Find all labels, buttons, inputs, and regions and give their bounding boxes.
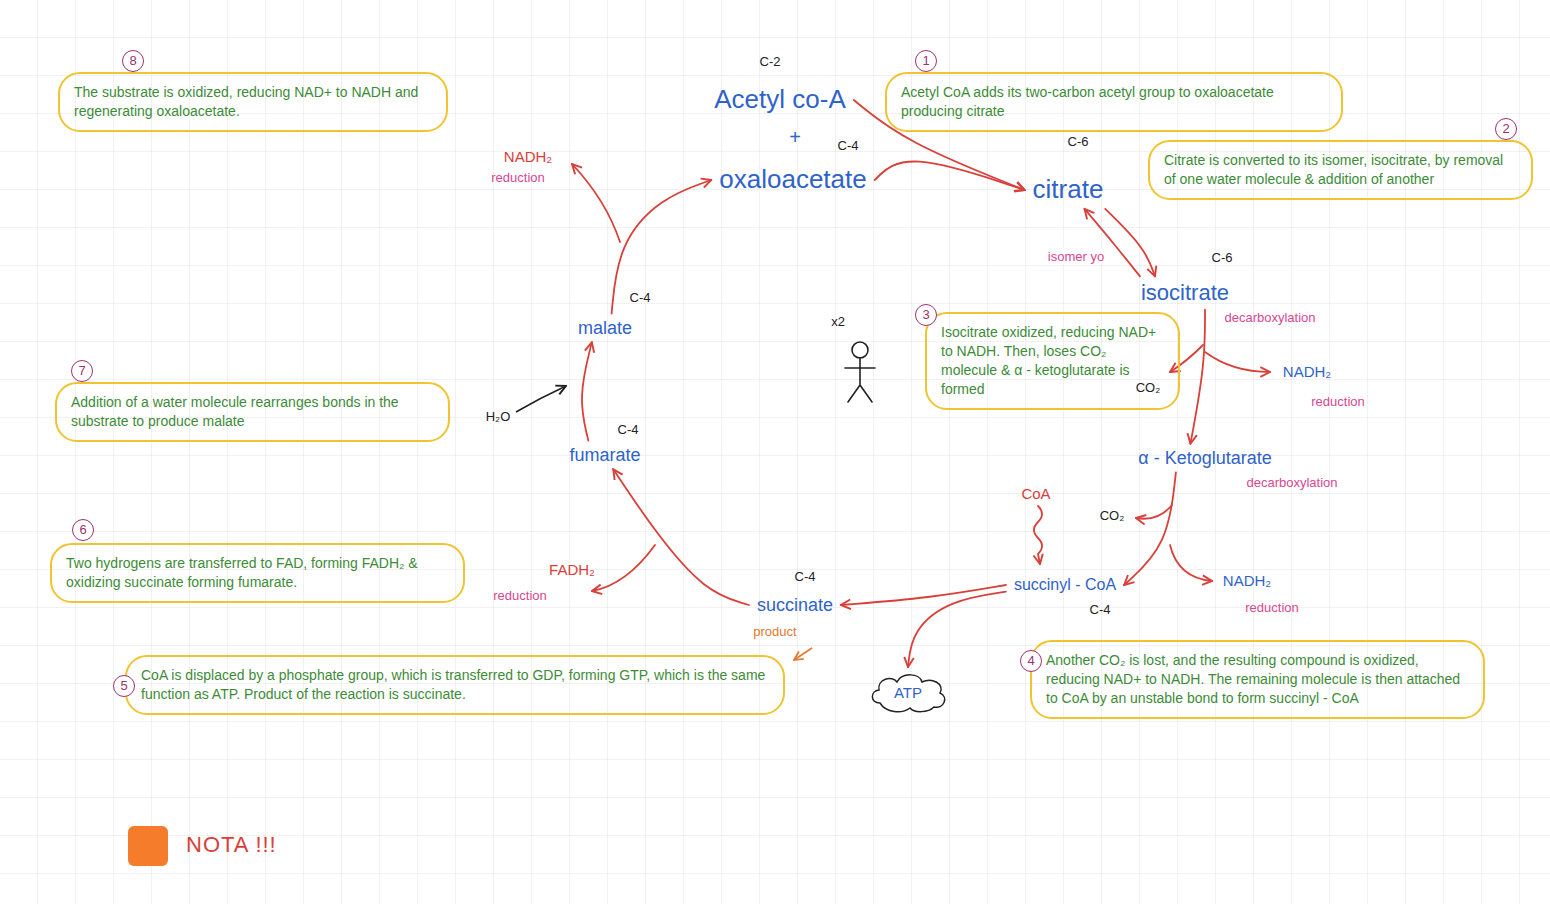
note-callout: 7Addition of a water molecule rearranges… (55, 382, 450, 442)
note-text: Two hydrogens are transferred to FAD, fo… (66, 554, 449, 592)
note-label: C-4 (838, 139, 859, 153)
callout-number: 3 (915, 304, 937, 326)
note-label: + (789, 126, 801, 148)
note-callout: 8The substrate is oxidized, reducing NAD… (58, 72, 448, 132)
callout-number: 6 (72, 519, 94, 541)
note-label: NADH₂ (504, 149, 552, 166)
molecule-name: succinate (751, 593, 839, 618)
cycle-arrow (1190, 310, 1205, 444)
molecule-name: oxaloacetate (713, 163, 872, 197)
legend-text: NOTA !!! (186, 832, 277, 858)
cloud-shape (872, 675, 944, 712)
note-callout: 4Another CO₂ is lost, and the resulting … (1030, 640, 1485, 719)
note-label: product (753, 625, 796, 639)
cycle-arrow (854, 100, 1025, 190)
stick-figure-head (852, 342, 868, 358)
note-label: C-6 (1068, 135, 1089, 149)
note-label: C-4 (795, 570, 816, 584)
note-label: C-6 (1212, 251, 1233, 265)
note-label: NADH₂ (1223, 573, 1271, 590)
water-arrow (516, 386, 566, 412)
callout-number: 5 (113, 675, 135, 697)
cycle-arrow (1124, 472, 1176, 585)
cycle-arrow (875, 161, 1025, 190)
molecule-label: isocitrate (1141, 280, 1229, 305)
molecule-name: fumarate (563, 443, 646, 468)
callout-number: 2 (1495, 118, 1517, 140)
note-label: C-2 (760, 55, 781, 69)
fadh-branch (592, 545, 655, 591)
product-arrow (794, 648, 812, 660)
note-label: reduction (493, 589, 546, 603)
cycle-arrow (582, 342, 592, 440)
co2-branch (1136, 505, 1172, 519)
note-text: Citrate is converted to its isomer, isoc… (1164, 151, 1517, 189)
note-label: CO₂ (1136, 381, 1161, 395)
molecule-label: malate (578, 318, 632, 339)
callout-number: 8 (122, 50, 144, 72)
cycle-arrow (908, 592, 1006, 667)
molecule-name: α - Ketoglutarate (1132, 446, 1277, 471)
coa-squiggle (1034, 506, 1042, 564)
note-label: C-4 (1090, 603, 1111, 617)
note-callout: 2Citrate is converted to its isomer, iso… (1148, 140, 1533, 200)
molecule-label: oxaloacetate (719, 165, 866, 195)
note-text: Isocitrate oxidized, reducing NAD+ to NA… (941, 323, 1164, 399)
note-text: Addition of a water molecule rearranges … (71, 393, 434, 431)
note-text: Acetyl CoA adds its two-carbon acetyl gr… (901, 83, 1327, 121)
note-label: reduction (491, 171, 544, 185)
note-text: The substrate is oxidized, reducing NAD+… (74, 83, 432, 121)
note-label: decarboxylation (1246, 476, 1337, 490)
note-label: NADH₂ (1283, 364, 1331, 381)
nadh-branch (572, 164, 620, 242)
cycle-arrow (612, 180, 712, 314)
legend-swatch (128, 826, 168, 866)
co2-branch (1170, 345, 1203, 372)
note-label: reduction (1245, 601, 1298, 615)
callout-number: 4 (1020, 650, 1042, 672)
cloud-outline (866, 669, 950, 715)
molecule-label: succinate (757, 595, 833, 616)
note-text: CoA is displaced by a phosphate group, w… (141, 666, 769, 704)
molecule-name: malate (572, 316, 638, 341)
molecule-name: Acetyl co-A (708, 83, 852, 117)
note-label: decarboxylation (1224, 311, 1315, 325)
note-label: CoA (1021, 486, 1050, 503)
note-callout: 1Acetyl CoA adds its two-carbon acetyl g… (885, 72, 1343, 132)
note-label: C-4 (618, 423, 639, 437)
note-label: H₂O (486, 410, 511, 424)
note-callout: 6Two hydrogens are transferred to FAD, f… (50, 543, 465, 603)
note-label: reduction (1311, 395, 1364, 409)
note-label: CO₂ (1100, 509, 1125, 523)
molecule-name: citrate (1027, 173, 1110, 207)
note-text: Another CO₂ is lost, and the resulting c… (1046, 651, 1469, 708)
energy-cloud: ATP (866, 669, 950, 715)
stick-figure-body (845, 358, 875, 402)
nadh-branch (1170, 545, 1212, 581)
cycle-arrow (1085, 209, 1140, 276)
note-callout: 3Isocitrate oxidized, reducing NAD+ to N… (925, 312, 1180, 410)
molecule-label: succinyl - CoA (1014, 576, 1116, 594)
molecule-name: succinyl - CoA (1008, 574, 1122, 596)
nadh-branch (1205, 352, 1270, 372)
molecule-label: α - Ketoglutarate (1138, 448, 1271, 469)
note-label: FADH₂ (549, 562, 595, 579)
callout-number: 1 (915, 50, 937, 72)
callout-number: 7 (71, 360, 93, 382)
arrow-label: isomer yo (1046, 249, 1106, 264)
molecule-label: citrate (1033, 175, 1104, 205)
molecule-label: fumarate (569, 445, 640, 466)
note-label: C-4 (630, 291, 651, 305)
note-callout: 5CoA is displaced by a phosphate group, … (125, 655, 785, 715)
molecule-label: Acetyl co-A (714, 85, 846, 115)
cycle-arrow (613, 469, 749, 605)
molecule-name: isocitrate (1135, 278, 1235, 307)
cloud-label: ATP (894, 684, 922, 701)
note-label: x2 (831, 315, 845, 329)
